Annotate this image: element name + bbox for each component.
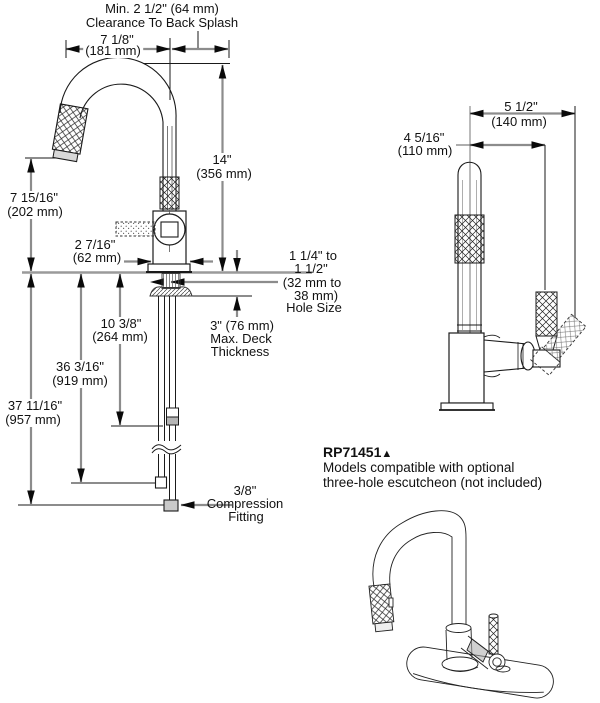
deck-thickness-line1: 3" (76 mm) [210,318,274,333]
clearance-note-line1: Min. 2 1/2" (64 mm) [105,1,219,16]
mounting-nut [149,286,193,297]
dim-handle-offset-in: 4 5/16" [403,130,445,145]
faucet-front-view [51,56,193,512]
compression-fitting [163,499,179,512]
hole-size-line4: 38 mm) [293,287,339,303]
dim-spout-height-mm: (356 mm) [194,166,254,181]
escutcheon-note-line1: Models compatible with optional [323,460,515,475]
sprayer-head [51,103,89,163]
clearance-note-line2: Clearance To Back Splash [85,15,239,30]
compression-fitting-line3: Fitting [228,509,264,524]
dim-supply-in: 36 3/16" [54,359,106,374]
handle-alternate-position [530,313,587,376]
dim-overall-in: 37 11/16" [5,398,65,413]
hole-size-line1: 1 1/4" to [289,248,337,263]
supply-tubes [158,296,176,500]
compression-fitting-line2: Compression [206,496,284,511]
dim-handle-offset-mm: (110 mm) [397,143,453,158]
hole-size-line5: Hole Size [286,300,342,315]
dim-spout-reach-in: 7 1/8" [100,32,134,47]
hole-size-line3: (32 mm to [282,275,342,290]
handle-alternate [115,221,156,237]
base-flange [147,263,191,273]
escutcheon-note-line2: three-hole escutcheon (not included) [323,475,543,490]
part-number: RP71451 [323,444,382,460]
dim-overall-mm: (957 mm) [3,412,63,427]
deck-thickness-line2: Max. Deck [210,331,272,346]
dim-hose-drop-in: 10 3/8" [98,316,144,331]
dim-spout-reach-mm: (181 mm) [83,43,143,58]
dim-sprayer-height-in: 7 15/16" [8,190,60,205]
hole-size-line2: 1 1/2" [294,260,328,276]
front-view-reference-lines [18,31,252,506]
dim-depth-mm: (140 mm) [491,114,547,129]
dim-base-width-mm: (62 mm) [72,250,122,265]
compression-fitting-line1: 3/8" [233,483,257,498]
dim-supply-mm: (919 mm) [50,373,110,388]
dim-depth-in: 5 1/2" [504,99,538,114]
side-view-dimensions [456,109,576,149]
dim-spout-height-in: 14" [210,152,234,167]
dim-base-width-in: 2 7/16" [74,237,116,252]
mounting-shank [161,273,181,289]
dim-sprayer-height-mm: (202 mm) [5,204,65,219]
part-number-row: RP71451▲ [323,445,392,460]
dim-hose-drop-mm: (264 mm) [90,329,150,344]
triangle-marker: ▲ [381,448,393,460]
deck-thickness-line3: Thickness [210,344,270,359]
hole-edge-arrow [150,278,164,286]
faucet-perspective-view [368,510,554,699]
faucet-side-view [439,161,587,411]
